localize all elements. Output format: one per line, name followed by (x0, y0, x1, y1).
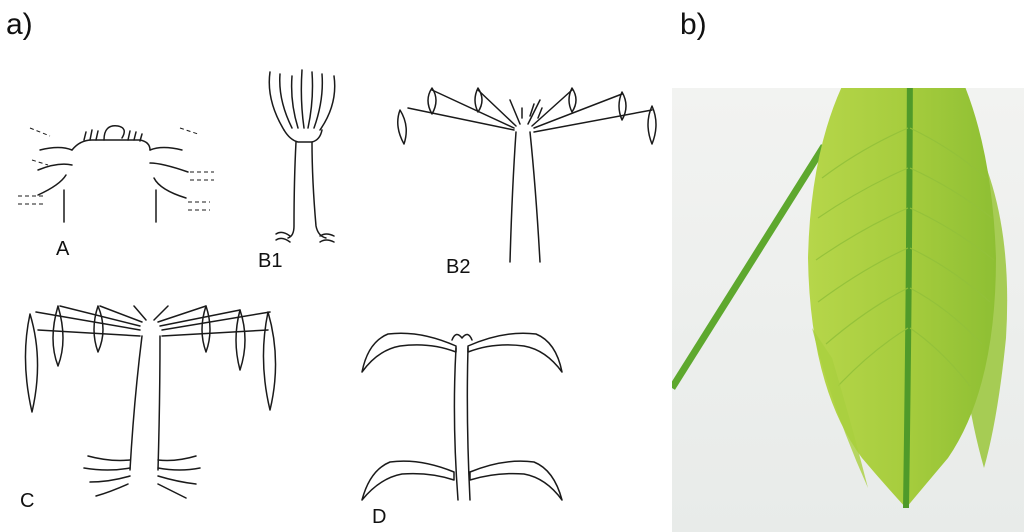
leaf-photo (672, 88, 1024, 532)
drawing-d-two-tier-seedling (362, 333, 562, 500)
seedling-drawings (0, 0, 672, 532)
leaf-illustration (672, 88, 1024, 532)
drawing-b2-open-seedling (398, 88, 656, 262)
drawing-c-rooted-seedling (25, 306, 275, 498)
drawing-b1-closed-seedling (269, 70, 334, 242)
panel-label-b: b) (680, 8, 707, 42)
drawing-a-shoot-apex (18, 126, 214, 222)
